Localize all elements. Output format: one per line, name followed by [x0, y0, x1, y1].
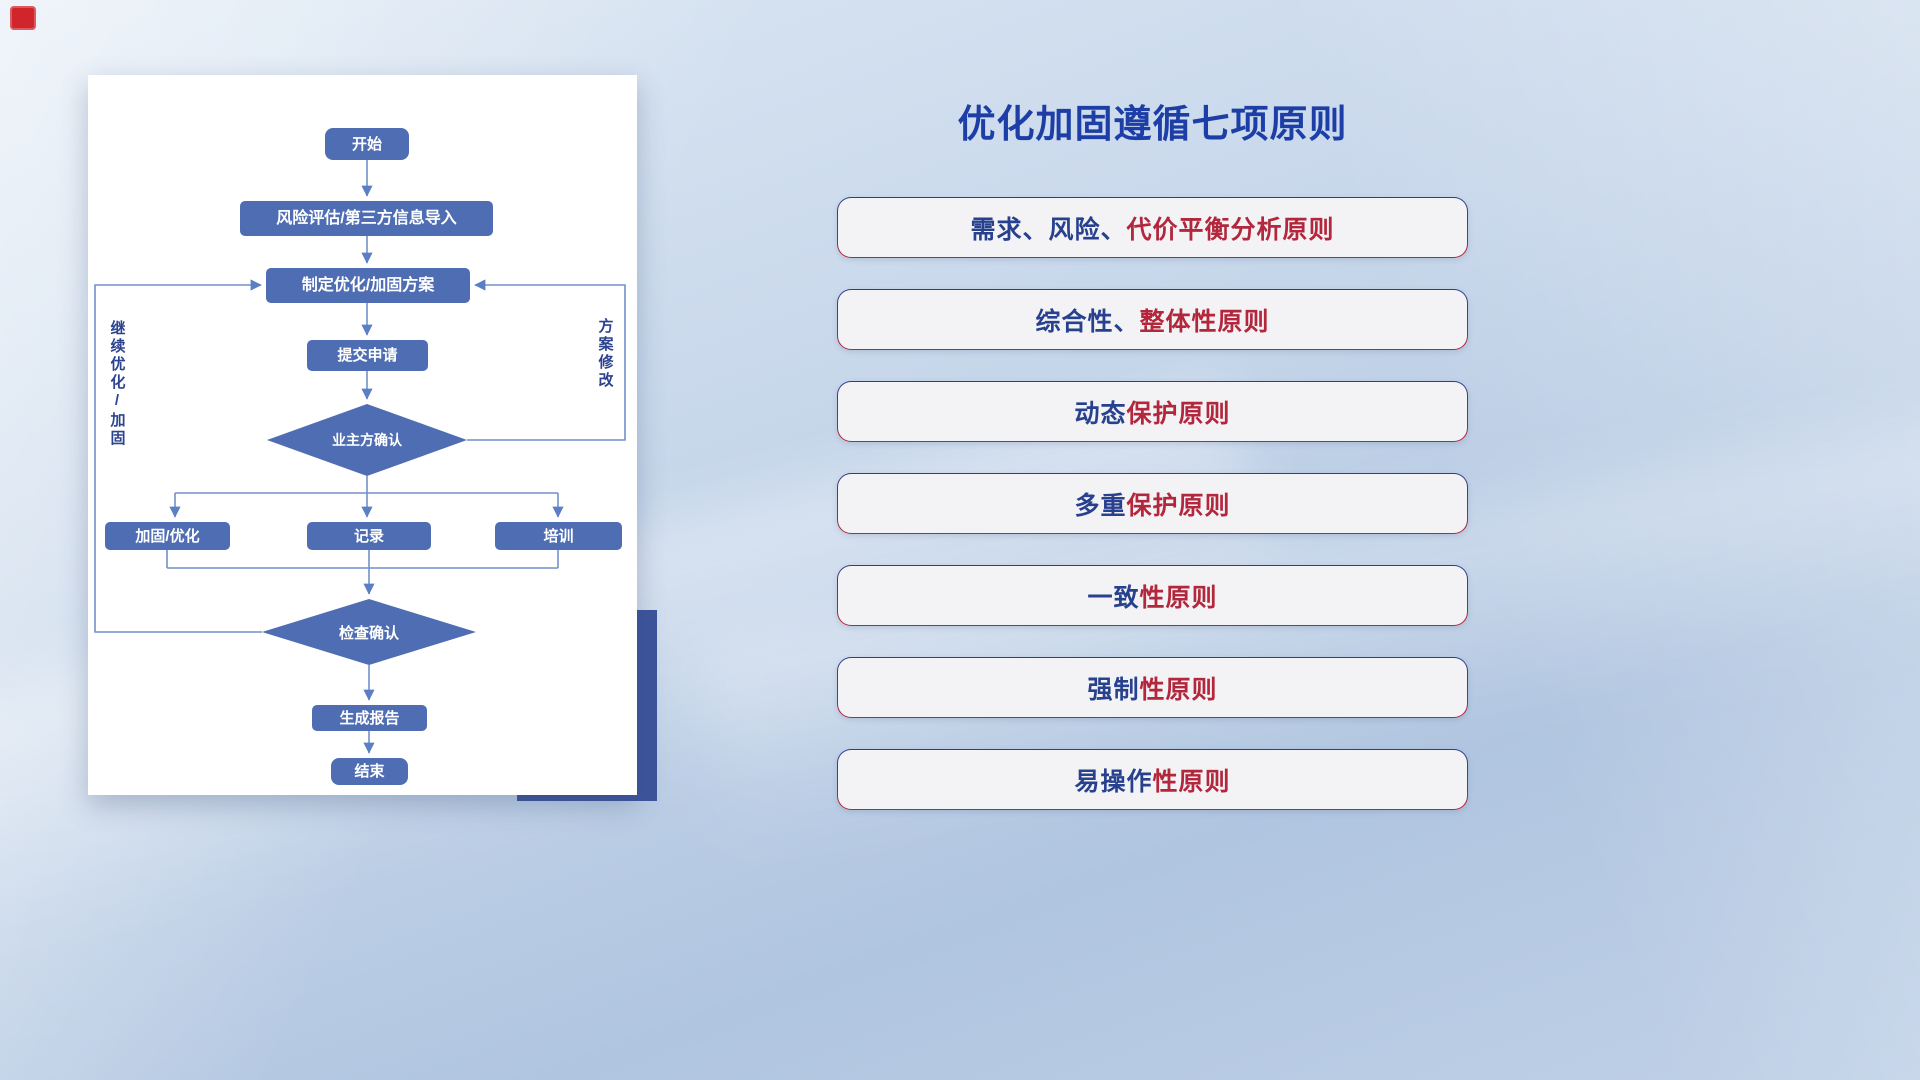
principle-item-4: 多重保护原则: [837, 473, 1468, 534]
flow-node-risk: 风险评估/第三方信息导入: [240, 201, 493, 236]
principles-list: 需求、风险、代价平衡分析原则 综合性、整体性原则 动态保护原则 多重保护原则 一…: [837, 197, 1468, 810]
principle-text-red: 性原则: [1139, 583, 1218, 612]
principle-text-blue: 易操作: [1074, 767, 1153, 796]
principle-item-6: 强制性原则: [837, 657, 1468, 718]
flow-node-train: 培训: [495, 522, 622, 550]
principle-text-red: 保护原则: [1126, 399, 1231, 428]
principle-text-blue: 综合性、: [1035, 307, 1140, 336]
flow-node-record: 记录: [307, 522, 431, 550]
principle-text-blue: 强制: [1087, 675, 1140, 704]
edge-label-plan-revise: 方案修改: [596, 318, 614, 390]
flow-node-end: 结束: [331, 758, 408, 785]
flow-node-start: 开始: [325, 128, 409, 160]
principle-item-3: 动态保护原则: [837, 381, 1468, 442]
flow-node-submit: 提交申请: [307, 340, 428, 371]
principle-item-7: 易操作性原则: [837, 749, 1468, 810]
flow-node-report: 生成报告: [312, 705, 427, 731]
logo-mark: [10, 6, 36, 30]
principle-item-1: 需求、风险、代价平衡分析原则: [837, 197, 1468, 258]
edge-label-continue-optimize: 继续优化/加固: [108, 320, 126, 448]
principle-text-blue: 动态: [1074, 399, 1127, 428]
principle-text-blue: 多重: [1074, 491, 1127, 520]
principle-item-2: 综合性、整体性原则: [837, 289, 1468, 350]
principle-text-red: 保护原则: [1126, 491, 1231, 520]
principle-text-red: 整体性原则: [1139, 307, 1270, 336]
principle-text-blue: 需求、风险、: [970, 215, 1127, 244]
principle-text-blue: 一致: [1087, 583, 1140, 612]
principle-text-red: 代价平衡分析原则: [1126, 215, 1335, 244]
principle-item-5: 一致性原则: [837, 565, 1468, 626]
flow-node-harden: 加固/优化: [105, 522, 230, 550]
page-title: 优化加固遵循七项原则: [957, 104, 1348, 146]
flow-node-plan: 制定优化/加固方案: [266, 268, 470, 303]
principle-text-red: 性原则: [1139, 675, 1218, 704]
principle-text-red: 性原则: [1152, 767, 1231, 796]
